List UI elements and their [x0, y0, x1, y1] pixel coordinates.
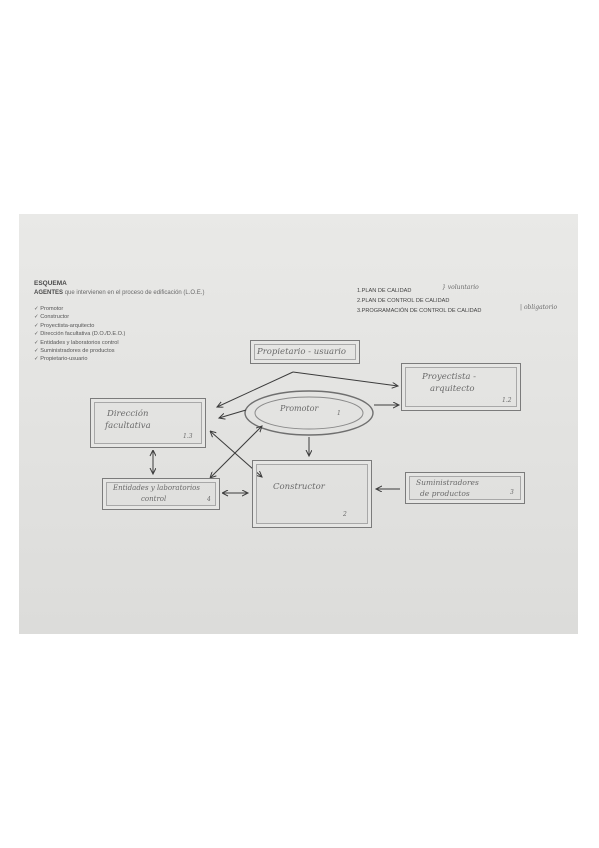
- agent-list-item: ✓ Promotor: [34, 306, 64, 312]
- arrow-owner-to-designer: [292, 371, 398, 386]
- agent-list-item: ✓ Propietario-usuario: [34, 356, 88, 363]
- arrow-promoter-to-direction: [219, 409, 247, 418]
- agent-list: ✓ Promotor ✓ Constructor ✓ Proyectista-a…: [34, 306, 125, 365]
- quality-plans: 1.PLAN DE CALIDAD 2.PLAN DE CONTROL DE C…: [357, 288, 481, 318]
- agent-list-item: ✓ Entidades y laboratorios control: [34, 339, 119, 346]
- node-direction-label-2: facultativa: [105, 421, 151, 431]
- node-labs-label-1: Entidades y laboratorios: [113, 484, 200, 492]
- node-suppliers-number: 3: [510, 489, 514, 496]
- node-labs: Entidades y laboratorios control 4: [102, 478, 220, 510]
- node-designer-number: 1.2: [502, 397, 512, 404]
- promoter-ellipse-outer: [244, 390, 374, 436]
- node-direction-label-1: Dirección: [107, 409, 149, 419]
- agents-description: que intervienen en el proceso de edifica…: [64, 290, 205, 296]
- promoter-ellipse-inner: [254, 396, 364, 430]
- node-owner-label: Propietario - usuario: [257, 347, 347, 357]
- node-owner: Propietario - usuario: [250, 340, 360, 364]
- annotation-mandatory: | obligatorio: [520, 304, 558, 311]
- node-promoter-number: 1: [337, 410, 341, 417]
- node-labs-label-2: control: [141, 495, 167, 503]
- node-promoter-label: Promotor: [280, 404, 319, 413]
- agents-heading: AGENTES que intervienen en el proceso de…: [34, 290, 204, 296]
- node-direction-number: 1.3: [183, 433, 193, 440]
- agent-list-item: ✓ Dirección facultativa (D.O./D.E.O.): [34, 331, 126, 338]
- node-designer: Proyectista - arquitecto 1.2: [401, 363, 521, 411]
- node-suppliers-label-1: Suministradores: [416, 478, 479, 487]
- node-direction: Dirección facultativa 1.3: [90, 398, 206, 448]
- plan-item: 1.PLAN DE CALIDAD: [357, 288, 412, 294]
- node-labs-number: 4: [207, 496, 211, 503]
- node-suppliers-label-2: de productos: [420, 489, 470, 498]
- agents-label: AGENTES: [34, 290, 64, 296]
- node-designer-label-1: Proyectista -: [422, 372, 477, 382]
- node-suppliers: Suministradores de productos 3: [405, 472, 525, 504]
- annotation-voluntary: } voluntario: [442, 284, 479, 291]
- plan-item: 2.PLAN DE CONTROL DE CALIDAD: [357, 298, 450, 304]
- arrow-labs-promoter: [210, 426, 262, 478]
- page-title: ESQUEMA: [34, 280, 67, 287]
- plan-item: 3.PROGRAMACIÓN DE CONTROL DE CALIDAD: [357, 308, 482, 314]
- agent-list-item: ✓ Proyectista-arquitecto: [34, 322, 95, 329]
- agent-list-item: ✓ Suministradores de productos: [34, 347, 115, 354]
- node-construction-number: 2: [343, 511, 347, 518]
- agent-list-item: ✓ Constructor: [34, 314, 70, 321]
- node-designer-label-2: arquitecto: [430, 384, 475, 394]
- arrow-owner-to-direction: [217, 371, 294, 407]
- paper-sheet: [19, 214, 578, 634]
- node-construction: Constructor 2: [252, 460, 372, 528]
- node-construction-label: Constructor: [273, 482, 325, 492]
